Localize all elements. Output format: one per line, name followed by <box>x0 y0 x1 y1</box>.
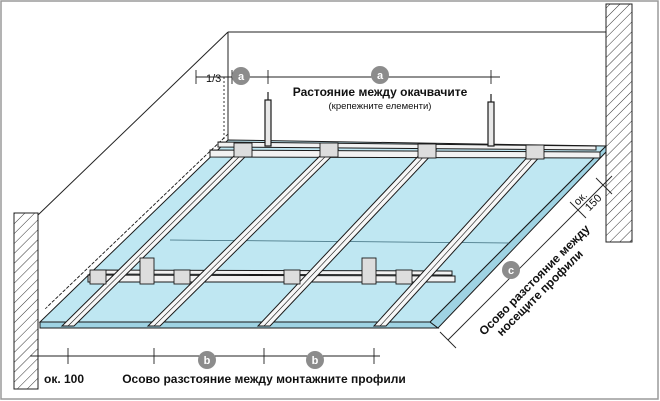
fraction-label: 1/3 <box>206 73 221 85</box>
room-edges <box>37 31 607 320</box>
mounting-profiles <box>60 149 546 327</box>
hangers <box>264 92 495 147</box>
marker-c <box>502 261 520 279</box>
marker-a-left-label: a <box>238 71 245 83</box>
hanger-distance-subtitle: (крепежните елементи) <box>329 101 432 112</box>
profile-clips <box>89 142 545 285</box>
hanger-distance-title: Растояние между окачвачите <box>293 85 468 99</box>
marker-a-center <box>371 66 389 84</box>
marker-a-left <box>232 67 250 85</box>
dimension-right <box>439 175 613 349</box>
marker-a-center-label: a <box>377 70 384 82</box>
wall-dashed-line <box>43 133 229 311</box>
ok100-label: ок. 100 <box>44 372 84 386</box>
left-wall <box>13 212 39 390</box>
marker-b-right <box>306 351 324 369</box>
marker-b-left-label: b <box>204 355 211 367</box>
mounting-spacing-label: Осово разстояние между монтажните профил… <box>122 372 406 386</box>
marker-b-right-label: b <box>312 355 319 367</box>
right-wall <box>605 3 633 243</box>
marker-c-label: c <box>508 265 514 277</box>
carrying-spacing-line2: носещите профили <box>494 247 586 339</box>
marker-b-left <box>198 351 216 369</box>
